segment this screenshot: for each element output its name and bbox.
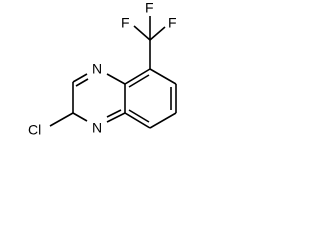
atom-label-f-right: F — [168, 15, 177, 31]
atom-label-n-bottom: N — [92, 120, 102, 136]
bond-c7-c8 — [149, 112, 177, 129]
atom-label-f-left: F — [121, 15, 130, 31]
bond-lines — [49, 16, 177, 129]
bond-c8-c8a — [124, 112, 151, 129]
atom-label-n-top: N — [92, 61, 102, 77]
atom-labels: F F F N N Cl — [28, 0, 177, 138]
bond-c-f-left — [133, 25, 151, 41]
bond-n4-c3 — [72, 73, 88, 83]
bond-n1-c8a — [106, 112, 126, 123]
atom-label-cl: Cl — [28, 122, 41, 138]
bond-c2-n1 — [72, 112, 88, 122]
bond-c5-c6 — [149, 68, 177, 85]
bond-c4a-n4 — [106, 73, 126, 85]
atom-label-f-top: F — [145, 0, 154, 16]
molecule-structure: F F F N N Cl — [28, 0, 177, 138]
bond-c8-c8a-inner — [128, 109, 150, 123]
bond-c-f-right — [149, 26, 166, 41]
bond-n1-c8a-inner — [106, 109, 122, 118]
bond-n4-c3-inner — [75, 78, 89, 87]
bond-c4a-c5 — [124, 68, 151, 85]
bond-c4a-c5-inner — [128, 74, 150, 88]
bond-c2-cl — [49, 112, 74, 127]
